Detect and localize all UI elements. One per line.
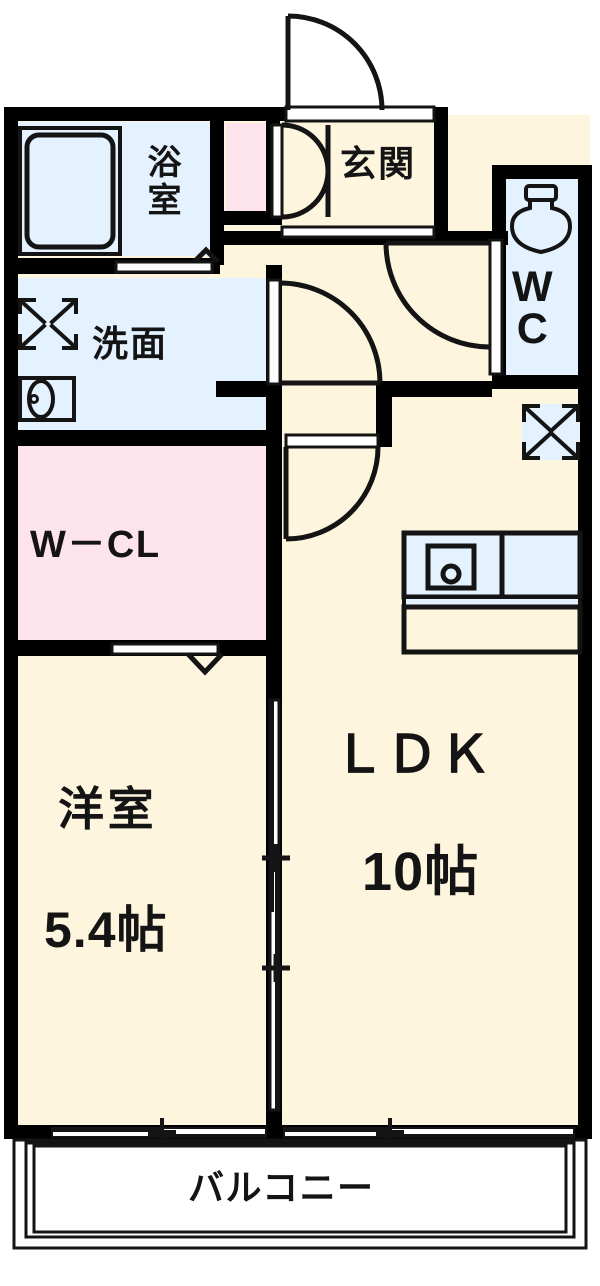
refrigerator-placement-marker xyxy=(522,404,580,460)
room-label-walk-in-closet: W－CL xyxy=(30,524,161,566)
wall-shoe-closet-bottom xyxy=(216,211,282,225)
room-label-bathroom: 浴室 xyxy=(142,144,180,221)
balcony-sliding-window-left[interactable] xyxy=(51,1118,267,1146)
room-label-entrance: 玄関 xyxy=(340,143,417,184)
room-to-ldk-sliding-door[interactable] xyxy=(262,698,290,1112)
wall-hall-step-top xyxy=(376,381,492,397)
room-label-washroom: 洗面 xyxy=(92,323,169,364)
wall-wc-bottom xyxy=(492,375,592,389)
balcony-sliding-window-right[interactable] xyxy=(283,1118,575,1146)
room-fill-walk-in-closet xyxy=(14,443,272,643)
bathtub xyxy=(18,126,122,256)
entrance-threshold xyxy=(280,225,436,239)
wall-wc-top xyxy=(492,165,592,179)
entrance-front-door[interactable] xyxy=(284,13,436,123)
bathroom-door[interactable] xyxy=(114,246,220,274)
wall-hall-step xyxy=(376,381,392,447)
wall-entrance-right xyxy=(434,107,448,237)
wc-door[interactable] xyxy=(383,238,504,376)
wall-wcl-right xyxy=(266,443,282,655)
room-size-ldk: 10帖 xyxy=(362,842,480,902)
wall-outer-top-left xyxy=(4,107,286,121)
room-label-western-room: 洋室 xyxy=(58,783,158,835)
walk-in-closet-folding-door[interactable] xyxy=(110,642,224,676)
room-fill-wc xyxy=(503,172,585,377)
room-fill-balcony xyxy=(14,1140,586,1248)
kitchen-counter xyxy=(401,530,583,655)
wall-bathroom-right xyxy=(210,115,224,265)
balcony-railing xyxy=(12,1138,588,1250)
room-size-western-room: 5.4帖 xyxy=(44,902,168,958)
room-fill-shoe-closet xyxy=(226,123,270,217)
vanity-sink xyxy=(18,376,76,422)
wall-wc-left xyxy=(492,165,506,235)
kitchen-sink xyxy=(425,543,477,591)
washroom-door[interactable] xyxy=(266,278,383,386)
wall-outer-left xyxy=(4,107,18,1139)
wall-washroom-bottom xyxy=(4,430,282,446)
wall-hall-lower-left xyxy=(216,381,282,397)
hall-to-ldk-door[interactable] xyxy=(283,433,381,542)
washing-machine-placement-marker xyxy=(18,298,78,350)
toilet-bowl xyxy=(509,184,573,255)
room-label-ldk: ＬＤＫ xyxy=(333,726,493,784)
wall-outer-right xyxy=(578,165,592,1139)
shoe-closet-door[interactable] xyxy=(270,122,331,220)
room-label-balcony: バルコニー xyxy=(188,1167,375,1208)
